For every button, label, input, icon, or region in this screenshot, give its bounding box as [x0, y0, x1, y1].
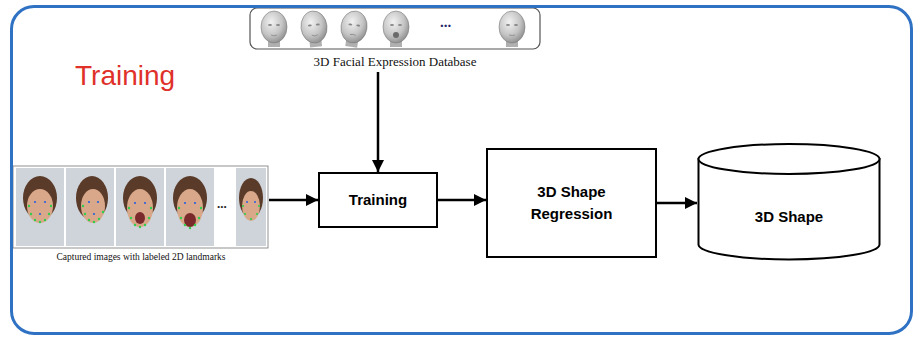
image-strip: 3D Facial Expression Database — [250, 8, 540, 72]
process-box: 3D Shape Regression — [486, 148, 657, 258]
node-label: 3D Shape — [755, 206, 823, 229]
flow-arrow — [269, 199, 318, 202]
ellipsis-mark: ... — [217, 196, 227, 212]
photo — [16, 168, 64, 246]
flow-arrow — [657, 202, 697, 205]
image-frame — [13, 166, 268, 248]
head-model — [499, 11, 525, 47]
photo — [66, 168, 114, 246]
flow-arrow — [377, 72, 380, 172]
panel-title: Training — [75, 60, 175, 92]
storage-cylinder: 3D Shape — [697, 143, 881, 261]
panel-frame: Training 3D Facial Expression DatabaseCap… — [10, 5, 913, 335]
image-frame — [250, 8, 540, 49]
image-caption: Captured images with labeled 2D landmark… — [56, 252, 225, 262]
flow-arrow — [438, 199, 486, 202]
process-box: Training — [318, 172, 438, 228]
photo — [116, 168, 164, 246]
ellipsis-mark: ... — [440, 14, 451, 31]
image-caption: 3D Facial Expression Database — [314, 54, 477, 70]
cylinder-top — [699, 144, 880, 174]
head-model — [299, 10, 329, 49]
image-strip: Captured images with labeled 2D landmark… — [13, 166, 269, 264]
photo — [166, 168, 214, 246]
head-model — [383, 11, 409, 47]
node-label: Training — [349, 189, 407, 212]
head-model — [338, 9, 369, 48]
photo — [236, 168, 266, 246]
node-label: 3D Shape Regression — [517, 181, 627, 226]
head-model — [261, 11, 287, 47]
cylinder-outline — [697, 143, 881, 261]
